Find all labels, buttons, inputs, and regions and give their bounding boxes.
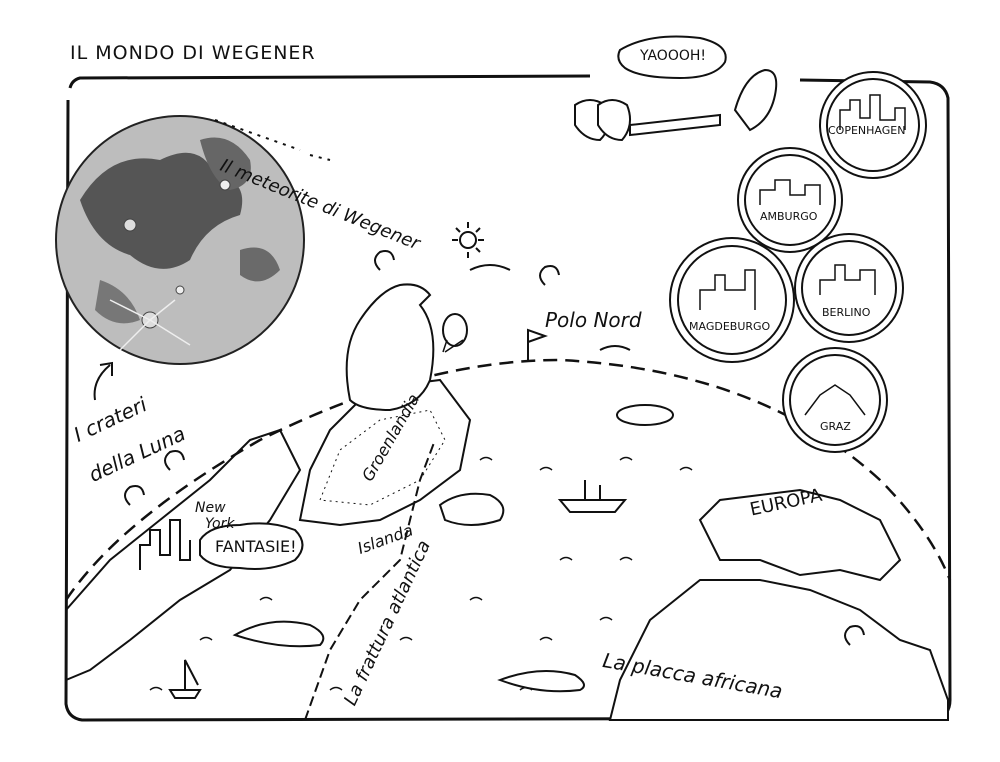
city-label-amburgo: AMBURGO	[760, 210, 818, 223]
fantasie-cloud	[199, 522, 304, 570]
whale-left	[232, 620, 325, 648]
zeppelin	[616, 404, 674, 426]
greenland	[298, 378, 472, 527]
balloon	[442, 313, 468, 353]
label-new-york-line1: New	[195, 500, 226, 516]
sailboat	[168, 659, 202, 699]
yaoooh-bubble	[617, 35, 727, 80]
city-label-berlino: BERLINO	[822, 306, 871, 319]
arrow-to-moon	[93, 361, 113, 401]
europe	[698, 488, 902, 582]
whale-right	[497, 670, 585, 693]
africa	[608, 579, 949, 721]
map-title: IL MONDO DI WEGENER	[70, 42, 316, 64]
label-polo-nord: Polo Nord	[545, 308, 642, 332]
city-label-graz: GRAZ	[820, 420, 851, 433]
moon	[55, 115, 305, 365]
dog-sled	[574, 68, 778, 142]
globe	[64, 358, 952, 721]
label-fantasie: FANTASIE!	[215, 537, 297, 556]
city-label-magdeburgo: MAGDEBURGO	[689, 320, 771, 333]
city-skylines	[699, 94, 906, 416]
iceland	[438, 492, 505, 526]
new-york-skyline	[139, 519, 191, 570]
label-new-york-line2: York	[205, 516, 235, 532]
label-yaoooh: YAOOOH!	[640, 48, 706, 64]
city-medallions	[669, 71, 927, 453]
ship	[557, 480, 628, 513]
meteorite-trail	[214, 119, 484, 258]
wind-swirls	[124, 250, 865, 646]
north-pole-flag	[527, 328, 549, 360]
atlantic-rift	[304, 439, 436, 721]
bear	[345, 283, 435, 412]
city-label-copenhagen: COPENHAGEN	[828, 124, 906, 137]
